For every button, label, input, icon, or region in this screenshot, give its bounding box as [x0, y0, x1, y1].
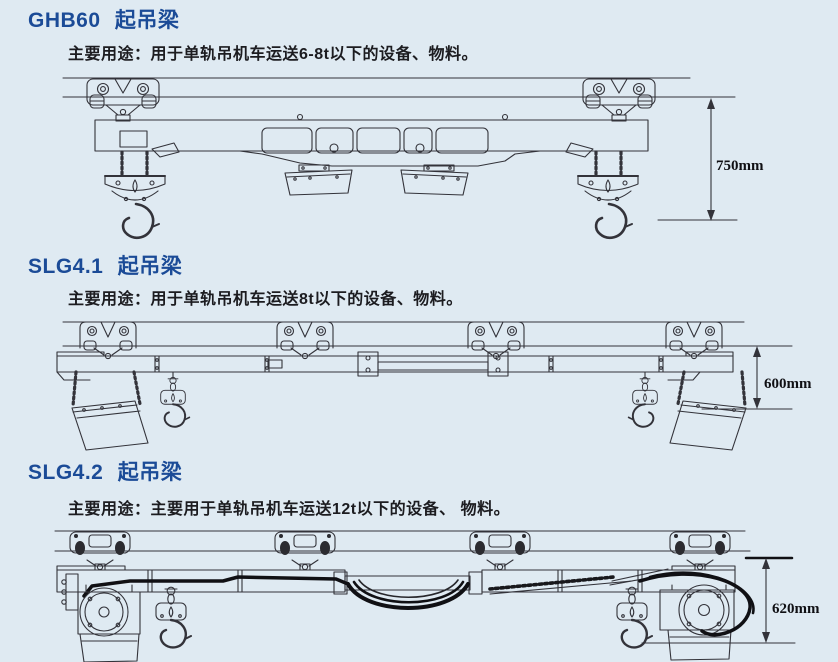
- hook-icon: [159, 376, 191, 428]
- lifting-beam: [94, 113, 649, 167]
- slg41-drawing: 600mm: [56, 321, 812, 452]
- slg42-drawing: 620mm: [54, 530, 820, 662]
- section-title-slg42: SLG4.2 起吊梁: [28, 461, 183, 484]
- right-hoist: [638, 571, 755, 661]
- hook-icon: [615, 586, 654, 649]
- monorail-track: [54, 530, 751, 552]
- lifting-beam: [56, 351, 734, 381]
- monorail-track: [62, 77, 736, 98]
- trolley: [86, 78, 656, 122]
- section-description-ghb60: 主要用途：用于单轨吊机车运送6-8t以下的设备、物料。: [68, 46, 478, 63]
- hook-icon: [103, 174, 167, 240]
- power-cable: [82, 575, 470, 610]
- dimension-600mm: 600mm: [701, 346, 812, 410]
- hooks: [154, 586, 654, 649]
- ghb60-drawing: 750mm: [62, 77, 764, 240]
- hook-icon: [576, 174, 640, 240]
- hook-icon: [154, 586, 193, 649]
- section-description-slg41: 主要用途：用于单轨吊机车运送8t以下的设备、物料。: [68, 291, 463, 308]
- trolley: [79, 321, 723, 360]
- hanging-plates: [284, 164, 469, 196]
- hook-icon: [627, 376, 659, 428]
- left-hoist: [77, 584, 141, 662]
- monorail-track: [62, 321, 793, 347]
- section-description-slg42: 主要用途：主要用于单轨吊机车运送12t以下的设备、 物料。: [68, 501, 511, 518]
- center-link-bar: [377, 361, 489, 371]
- hand-chain-and-rod: [488, 568, 671, 595]
- dimension-label: 620mm: [772, 601, 820, 617]
- hooks: [159, 376, 659, 428]
- dimension-750mm: 750mm: [657, 98, 764, 221]
- dimension-620mm: 620mm: [641, 556, 820, 644]
- section-title-ghb60: GHB60 起吊梁: [28, 9, 180, 32]
- chain-hoists: [103, 150, 640, 240]
- center-link-bar: [344, 575, 471, 591]
- dimension-label: 600mm: [764, 376, 812, 392]
- dimension-label: 750mm: [716, 158, 764, 174]
- section-title-slg41: SLG4.1 起吊梁: [28, 255, 183, 278]
